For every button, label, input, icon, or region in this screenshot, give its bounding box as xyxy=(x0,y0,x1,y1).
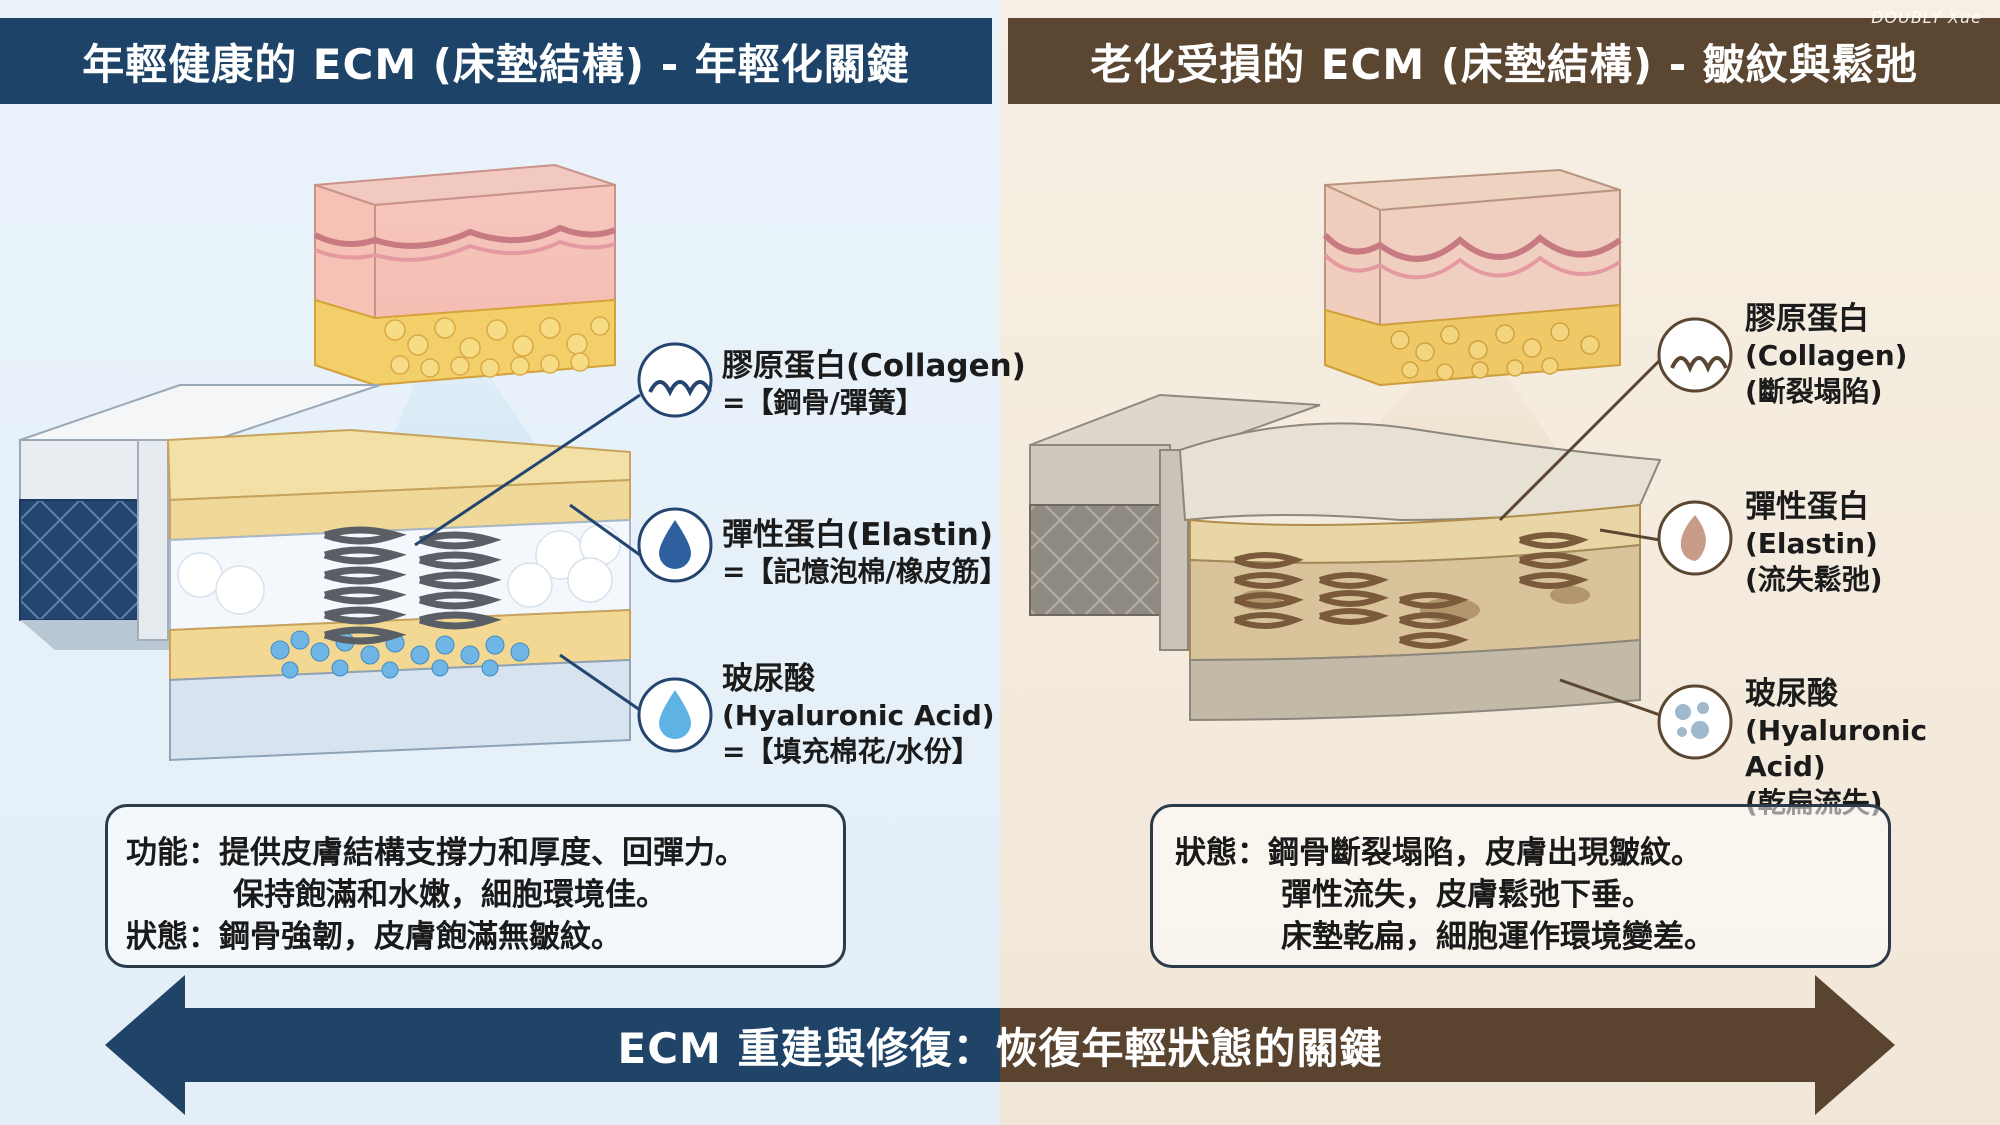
left-info-line2: 保持飽滿和水嫩，細胞環境佳。 xyxy=(233,877,667,913)
right-hyaluronic-name-en: (Hyaluronic Acid) xyxy=(1745,714,1928,783)
left-info-line1: 功能：提供皮膚結構支撐力和厚度、回彈力。 xyxy=(126,835,746,871)
left-collagen-name: 膠原蛋白(Collagen) xyxy=(722,348,1026,384)
right-elastin-state: (流失鬆弛) xyxy=(1745,563,1883,596)
left-collagen-analogy: =【鋼骨/彈簧】 xyxy=(722,386,924,419)
left-info-line3: 狀態：鋼骨強韌，皮膚飽滿無皺紋。 xyxy=(126,919,622,955)
watermark-logo: DOUBLY Xue xyxy=(1871,8,1982,27)
left-callouts xyxy=(414,342,713,753)
right-elastin-name-en: (Elastin) xyxy=(1745,527,1878,560)
right-info-box: 狀態：鋼骨斷裂塌陷，皮膚出現皺紋。 彈性流失，皮膚鬆弛下垂。 床墊乾扁，細胞運作… xyxy=(1150,804,1891,968)
right-collagen-name-en: (Collagen) xyxy=(1745,339,1908,372)
right-collagen-label: 膠原蛋白 (Collagen) (斷裂塌陷) xyxy=(1745,300,1907,410)
right-collagen-state: (斷裂塌陷) xyxy=(1745,375,1883,408)
dry-droplets-icon xyxy=(1657,684,1733,760)
left-collagen-label: 膠原蛋白(Collagen) =【鋼骨/彈簧】 xyxy=(722,347,1026,421)
bottom-double-arrow xyxy=(105,975,1895,1115)
left-elastin-analogy: =【記憶泡棉/橡皮筋】 xyxy=(722,555,1008,588)
broken-spring-icon xyxy=(1657,317,1733,393)
right-info-line3: 床墊乾扁，細胞運作環境變差。 xyxy=(1281,919,1715,955)
left-title-banner: 年輕健康的 ECM (床墊結構) - 年輕化關鍵 xyxy=(0,18,992,104)
right-mattress xyxy=(1029,393,1662,722)
right-skin-block xyxy=(1322,168,1622,455)
right-collagen-name: 膠原蛋白 xyxy=(1745,301,1869,337)
right-info-line1: 狀態：鋼骨斷裂塌陷，皮膚出現皺紋。 xyxy=(1175,835,1702,871)
right-hyaluronic-name: 玻尿酸 xyxy=(1745,676,1838,712)
left-hyaluronic-name: 玻尿酸 xyxy=(722,661,815,697)
right-hyaluronic-label: 玻尿酸 (Hyaluronic Acid) (乾扁流失) xyxy=(1745,675,2000,821)
right-elastin-label: 彈性蛋白 (Elastin) (流失鬆弛) xyxy=(1745,488,1883,598)
left-info-box: 功能：提供皮膚結構支撐力和厚度、回彈力。 保持飽滿和水嫩，細胞環境佳。 狀態：鋼… xyxy=(105,804,846,968)
right-elastin-name: 彈性蛋白 xyxy=(1745,489,1869,525)
left-hyaluronic-label: 玻尿酸 (Hyaluronic Acid) =【填充棉花/水份】 xyxy=(722,660,995,770)
right-title-banner: 老化受損的 ECM (床墊結構) - 皺紋與鬆弛 xyxy=(1008,18,2000,104)
left-elastin-name: 彈性蛋白(Elastin) xyxy=(722,517,994,553)
left-elastin-label: 彈性蛋白(Elastin) =【記憶泡棉/橡皮筋】 xyxy=(722,516,1008,590)
right-callouts xyxy=(1498,317,1733,760)
left-hyaluronic-name-en: (Hyaluronic Acid) xyxy=(722,699,995,732)
left-hyaluronic-analogy: =【填充棉花/水份】 xyxy=(722,735,980,768)
right-info-line2: 彈性流失，皮膚鬆弛下垂。 xyxy=(1281,877,1653,913)
spring-icon xyxy=(637,342,713,418)
left-mattress xyxy=(19,384,631,762)
bottom-banner-text: ECM 重建與修復：恢復年輕狀態的關鍵 xyxy=(617,1023,1383,1073)
